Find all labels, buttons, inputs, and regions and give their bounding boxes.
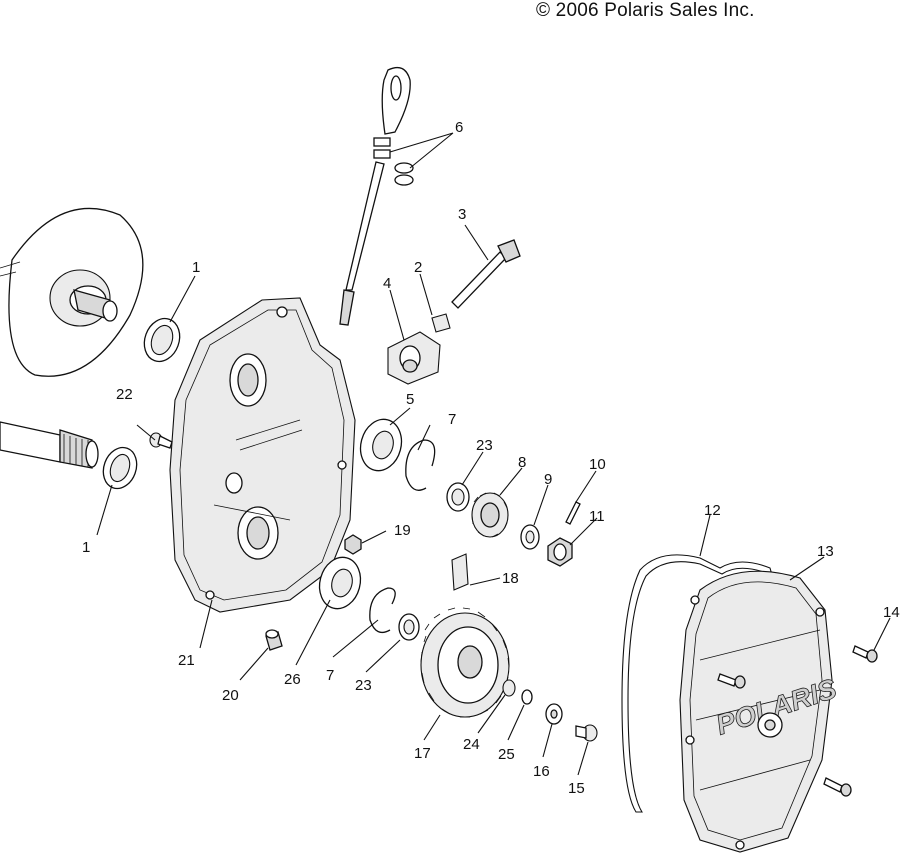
leader-lines: [96, 132, 891, 776]
o-rings: [394, 162, 414, 186]
snap-ring-upper: [405, 439, 436, 491]
callout-2: 2: [414, 259, 422, 276]
callout-1-lower: 1: [82, 539, 90, 556]
callout-12: 12: [704, 502, 721, 519]
callout-labels: 1 1 2 3 4 5 6 7 7 8 9 10 11 12 13 14 15 …: [82, 119, 900, 797]
drive-clutch-sheave: [0, 207, 144, 377]
flat-washer: [545, 703, 563, 725]
callout-20: 20: [222, 687, 239, 704]
callout-1-upper: 1: [192, 259, 200, 276]
snap-ring-lower: [369, 587, 396, 634]
oil-seal-upper: [143, 317, 181, 363]
callout-26: 26: [284, 671, 301, 688]
callout-18: 18: [502, 570, 519, 587]
thrust-washer-lower: [398, 613, 420, 641]
callout-13: 13: [817, 543, 834, 560]
callout-10: 10: [589, 456, 606, 473]
chaincase-cover: POLARIS: [679, 570, 841, 853]
callout-22: 22: [116, 386, 133, 403]
drive-sprocket: [471, 492, 509, 538]
callout-6: 6: [455, 119, 463, 136]
callout-25: 25: [498, 746, 515, 763]
callout-21: 21: [178, 652, 195, 669]
cover-bolt-left: [717, 673, 746, 689]
callout-24: 24: [463, 736, 480, 753]
cotter-pin: [565, 501, 581, 525]
bolt-long: [451, 239, 521, 309]
callout-4: 4: [383, 275, 391, 292]
callout-7-lower: 7: [326, 667, 334, 684]
callout-16: 16: [533, 763, 550, 780]
callout-23-upper: 23: [476, 437, 493, 454]
callout-3: 3: [458, 206, 466, 223]
oil-seal-lower: [102, 446, 138, 490]
callout-17: 17: [414, 745, 431, 762]
copyright-notice: © 2006 Polaris Sales Inc.: [536, 0, 755, 21]
callout-19: 19: [394, 522, 411, 539]
callout-7-upper: 7: [448, 411, 456, 428]
dipstick: [339, 66, 411, 326]
bearing-upper: [359, 418, 403, 472]
cover-gasket: [621, 554, 773, 813]
callout-8: 8: [518, 454, 526, 471]
cover-bolt-bottom: [823, 777, 852, 797]
cover-bolt-top: [852, 645, 878, 663]
bearing-lower: [318, 556, 362, 610]
callout-5: 5: [406, 391, 414, 408]
callout-9: 9: [544, 471, 552, 488]
spacer-washer: [502, 679, 516, 697]
screw: [149, 432, 173, 449]
chaincase-housing: [169, 297, 356, 613]
hex-nut: [344, 534, 362, 555]
thrust-washer-upper: [446, 482, 470, 512]
callout-23-lower: 23: [355, 677, 372, 694]
spacer: [431, 313, 451, 333]
driven-gear: [420, 607, 510, 718]
callout-14: 14: [883, 604, 900, 621]
callout-11: 11: [589, 508, 605, 525]
castle-nut: [547, 537, 573, 567]
washer-tiny: [521, 689, 533, 705]
cap-screw: [575, 724, 598, 742]
washer-small: [520, 524, 540, 550]
splined-output-shaft: [0, 421, 99, 469]
chain-guide-bracket: [451, 553, 469, 591]
callout-15: 15: [568, 780, 585, 797]
drain-plug: [265, 629, 283, 651]
chain-tensioner: [387, 331, 441, 385]
